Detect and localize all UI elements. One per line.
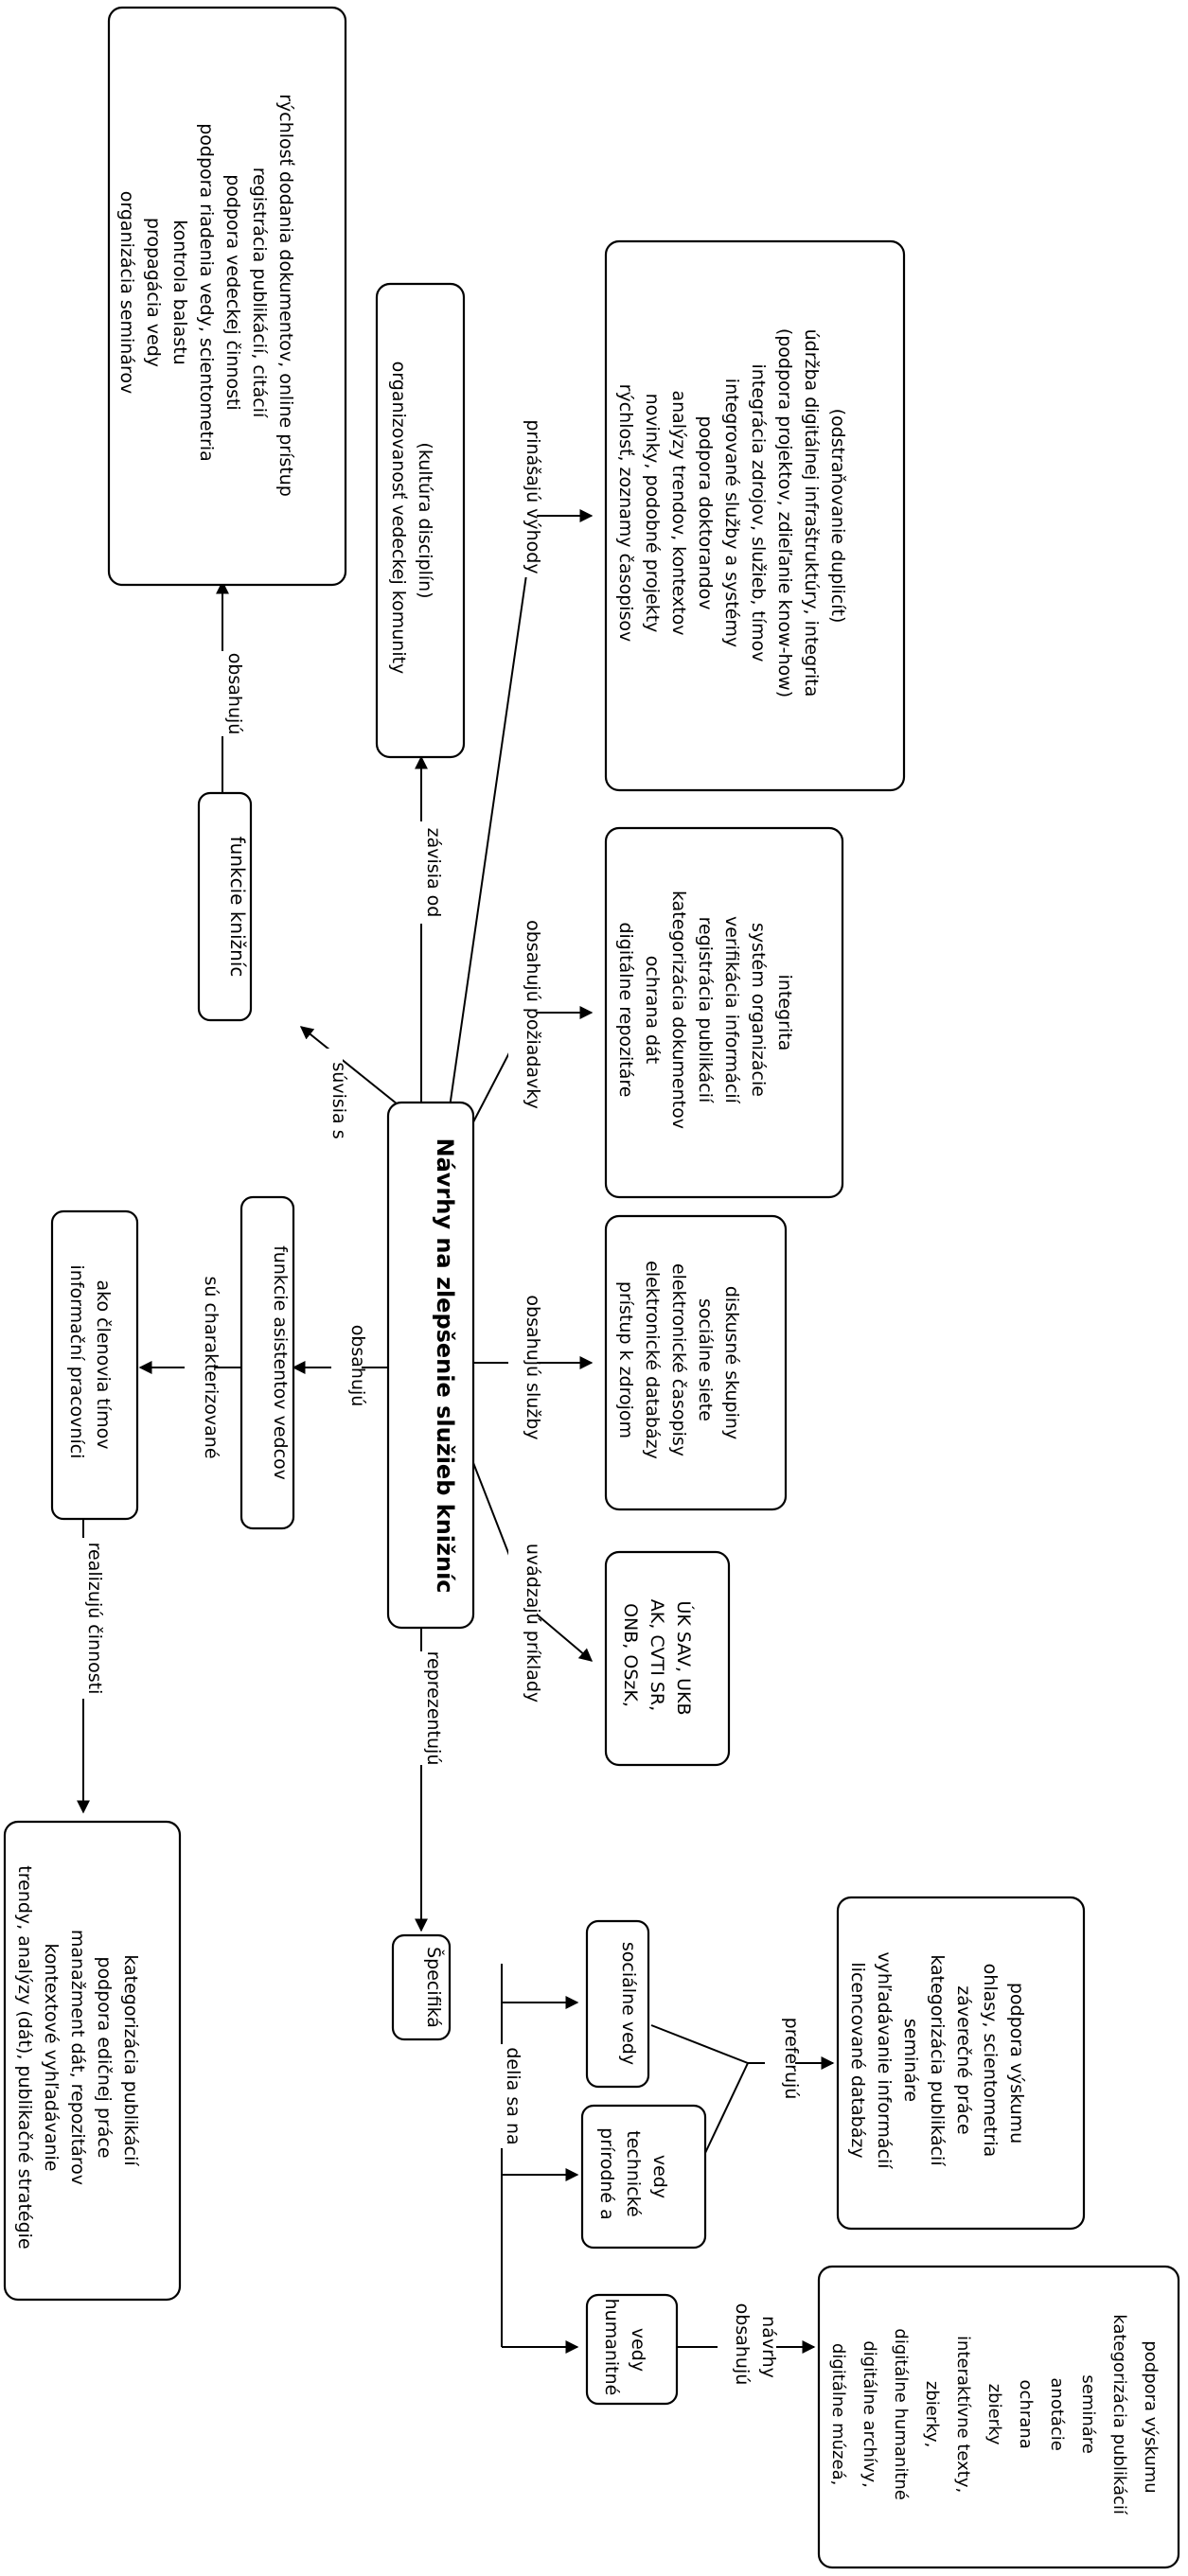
sluzby-list-text: prístup k zdrojom elektronické databázy …: [615, 1261, 742, 1465]
label-zavisia-od: závisia od: [407, 821, 444, 924]
label-delia-sa-na: delia sa na: [487, 2044, 523, 2148]
preferuju-list-text: licencované databázy vyhľadávanie inform…: [847, 1951, 1027, 2174]
node-socialne-vedy: sociálne vedy: [585, 1919, 650, 2089]
node-funkcie-kniznic: funkcie knižníc: [197, 791, 253, 1022]
poziadavky-list-text: digitálne repozitáre ochrana dát kategor…: [615, 891, 795, 1135]
node-poziadavky-list: digitálne repozitáre ochrana dát kategor…: [604, 826, 844, 1199]
svg-text:súvisia s: súvisia s: [328, 1062, 349, 1138]
label-obsahuju-left: obsahujú: [331, 1323, 368, 1408]
node-priklady: ONB, OSzK, AK, CVTI SR, ÚK SAV, UKB: [604, 1550, 731, 1767]
svg-text:obsahujú: obsahujú: [347, 1325, 368, 1407]
svg-text:realizujú činnosti: realizujú činnosti: [84, 1543, 105, 1695]
edge-prinasaju: [449, 515, 536, 1108]
label-obsahuju-navrhy: obsahujú návrhy: [718, 2303, 779, 2391]
node-organizovanost: organizovanosť vedeckej komunity (kultúr…: [375, 282, 466, 759]
svg-text:obsahujú: obsahujú: [224, 653, 245, 735]
node-cinnosti-list: trendy, analýzy (dát), publikačné straté…: [3, 1820, 182, 2302]
edge-suvisia-s: [299, 1026, 408, 1113]
label-obsahuju: obsahujú: [208, 651, 245, 736]
svg-text:závisia od: závisia od: [423, 828, 444, 918]
node-prirodne-vedy: prírodné a technické vedy: [580, 2104, 707, 2250]
label-preferuju: preferujú: [765, 2011, 802, 2106]
node-specifika: Špecifiká: [391, 1933, 452, 2041]
node-humanitne-list: digitálne múzeá, digitálne archívy, digi…: [817, 2265, 1180, 2569]
organizovanost-text: organizovanosť vedeckej komunity (kultúr…: [388, 362, 435, 680]
main-title: Návrhy na zlepšenie služieb knižníc: [432, 1138, 458, 1593]
vyhody-list-text: rýchlosť, zoznamy časopisov novinky, pod…: [615, 328, 848, 703]
specifika-label: Špecifiká: [423, 1947, 446, 2028]
informacni-pracovnici-text: informační pracovníci ako členovia tímov: [66, 1265, 114, 1465]
funkcie-asistentov-label: funkcie asistentov vedcov: [270, 1245, 291, 1480]
priklady-text: ONB, OSzK, AK, CVTI SR, ÚK SAV, UKB: [620, 1599, 696, 1717]
label-uvadzaju-priklady: uvádzajú príklady: [508, 1533, 543, 1713]
edge-pref-a: [650, 2024, 749, 2064]
label-obsahuju-poziadavky: obsahujú požiadavky: [508, 909, 543, 1121]
svg-text:delia sa na: delia sa na: [503, 2047, 523, 2144]
svg-text:obsahujú návrhy: obsahujú návrhy: [732, 2303, 779, 2391]
node-sluzby-list: prístup k zdrojom elektronické databázy …: [604, 1214, 788, 1511]
funkcie-kniznic-label: funkcie knižníc: [226, 837, 249, 978]
node-vyhody-list: rýchlosť, zoznamy časopisov novinky, pod…: [604, 239, 906, 792]
node-funkcie-list: organizácia seminárov propagácia vedy ko…: [107, 6, 347, 587]
edge-labels: súvisia s obsahujú závisia od prinášajú …: [68, 416, 802, 2391]
node-main-title: Návrhy na zlepšenie služieb knižníc: [386, 1101, 475, 1630]
svg-text:preferujú: preferujú: [781, 2018, 802, 2100]
svg-text:obsahujú požiadavky: obsahujú požiadavky: [523, 920, 543, 1109]
svg-text:prinášajú výhody: prinášajú výhody: [523, 419, 543, 573]
svg-text:uvádzajú príklady: uvádzajú príklady: [523, 1544, 543, 1703]
prirodne-vedy-text: prírodné a technické vedy: [596, 2127, 670, 2226]
edge-pref-b: [704, 2062, 749, 2154]
label-prinasaju-vyhody: prinášajú výhody: [508, 416, 543, 577]
node-preferuju-list: licencované databázy vyhľadávanie inform…: [836, 1896, 1086, 2231]
humanitne-list-text: digitálne múzeá, digitálne archívy, digi…: [828, 2314, 1161, 2519]
socialne-vedy-label: sociálne vedy: [618, 1942, 639, 2065]
label-reprezentuju: reprezentujú: [407, 1651, 444, 1766]
funkcie-list-text: organizácia seminárov propagácia vedy ko…: [116, 94, 296, 497]
humanitne-vedy-text: humanitné vedy: [601, 2299, 648, 2402]
svg-text:sú charakterizované: sú charakterizované: [201, 1276, 222, 1458]
cinnosti-list-text: trendy, analýzy (dát), publikačné straté…: [14, 1865, 141, 2254]
svg-text:obsahujú služby: obsahujú služby: [523, 1295, 543, 1439]
node-funkcie-asistentov: funkcie asistentov vedcov: [239, 1195, 295, 1530]
label-realizuju-cinnosti: realizujú činnosti: [68, 1538, 105, 1699]
label-suvisia-s: súvisia s: [310, 1049, 349, 1153]
svg-text:reprezentujú: reprezentujú: [423, 1651, 444, 1766]
label-obsahuju-sluzby: obsahujú služby: [508, 1292, 543, 1443]
node-informacni-pracovnici: informační pracovníci ako členovia tímov: [50, 1209, 139, 1521]
edge-priklady-arrow: [529, 1608, 594, 1662]
node-humanitne-vedy: humanitné vedy: [585, 2293, 679, 2406]
label-su-charakterizovane: sú charakterizované: [185, 1268, 222, 1467]
